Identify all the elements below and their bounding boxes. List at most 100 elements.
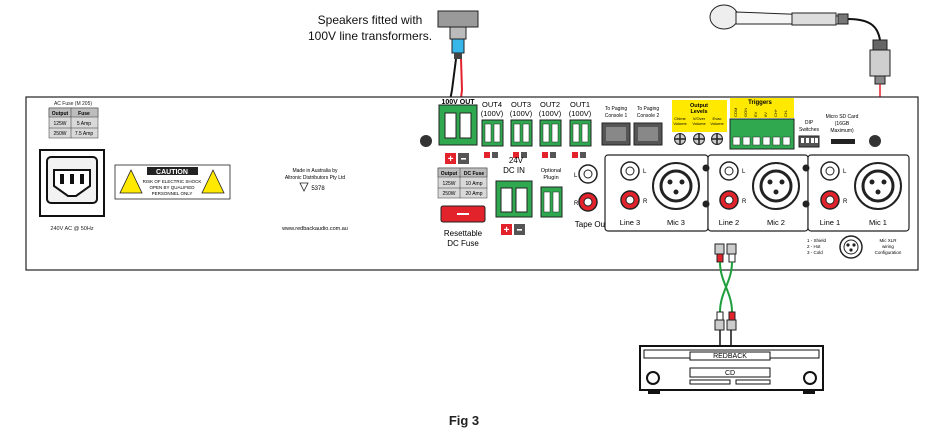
svg-text:CH-: CH-	[783, 109, 788, 117]
svg-text:R: R	[643, 199, 648, 205]
screw-icon	[420, 135, 432, 147]
dc-row2-output: 250W	[442, 191, 455, 197]
figure-caption: Fig 3	[449, 413, 479, 428]
dip-label1: DIP	[805, 120, 814, 126]
resettable-fuse-line1: Resettable	[444, 229, 483, 238]
evac-knob-label1: Evac	[713, 116, 722, 121]
iec-power-socket	[39, 149, 105, 217]
out-100v-label: 100V OUT	[441, 99, 475, 106]
microphone-icon	[709, 4, 849, 30]
level-trimpots	[674, 133, 723, 145]
xlr-wiring-icon	[839, 235, 863, 259]
triggers-title: Triggers	[748, 100, 772, 106]
dip-label2: Switches	[799, 127, 820, 133]
dip-switches	[798, 135, 820, 148]
optional-plugin-line2: Plugin	[543, 175, 558, 181]
fuse-row2-output: 250W	[53, 131, 66, 137]
xlr-config2: wiring	[882, 244, 894, 249]
caution-line1: RISK OF ELECTRIC SHOCK	[143, 179, 202, 184]
ac-input-label: 240V AC @ 50Hz	[50, 226, 93, 232]
compliance-mark-icon	[299, 182, 309, 192]
resettable-fuse-line2: DC Fuse	[447, 239, 479, 248]
panel-screws	[702, 164, 810, 208]
made-in-line2: Altronic Distributors Pty Ltd	[285, 175, 346, 181]
rca-cable-green	[719, 261, 733, 313]
dc-header-output: Output	[441, 171, 458, 177]
chime-knob-label1: Chime	[674, 116, 686, 121]
output-levels-title2: Levels	[690, 109, 707, 115]
tape-out-r: R	[574, 201, 579, 207]
fuse-table	[48, 107, 99, 139]
dc-in-terminal: +	[495, 180, 533, 236]
dc-fuse-table	[437, 167, 488, 199]
svg-text:+: +	[504, 225, 510, 236]
caution-title: CAUTION	[156, 169, 188, 176]
sd-card-slot	[831, 139, 855, 144]
input-lr-labels: LR LR LR	[643, 169, 848, 205]
paging2-line1: To Paging	[637, 106, 659, 112]
compliance-number: 5378	[311, 186, 325, 192]
output-terminals	[481, 119, 592, 158]
tape-out-l: L	[574, 173, 578, 179]
svg-text:R: R	[742, 199, 747, 205]
warning-icon	[201, 169, 225, 194]
made-in-line1: Made in Australia by	[292, 168, 338, 174]
out2-label: OUT2	[540, 100, 560, 109]
output-levels-bg	[672, 100, 727, 132]
svg-text:EV: EV	[753, 111, 758, 117]
output-labels: OUT4 (100V) OUT3 (100V) OUT2 (100V) OUT1…	[481, 100, 592, 118]
svg-text:6V: 6V	[763, 112, 768, 117]
triggers-bg	[730, 98, 794, 118]
output-levels-title1: Output	[690, 103, 708, 109]
svg-text:+: +	[448, 154, 454, 165]
line3-label: Line 3	[620, 218, 640, 227]
speaker-icon	[437, 10, 479, 59]
dc-in-volt: 24V	[509, 156, 524, 165]
fuse-table-title: AC Fuse (M 205)	[54, 101, 92, 107]
xlr-config3: Configuration	[875, 250, 902, 255]
mic-xlr-sockets	[652, 162, 902, 210]
evac-knob-label2: Volume	[710, 121, 724, 126]
out3-sub: (100V)	[510, 109, 533, 118]
svg-text:CH+: CH+	[773, 108, 778, 117]
rca-plug-bottom	[714, 311, 737, 346]
mic1-label: Mic 1	[869, 218, 887, 227]
caution-line3: PERSONNEL ONLY	[152, 191, 193, 196]
fuse-row1-output: 125W	[53, 121, 66, 127]
website: www.redbackaudio.com.au	[281, 226, 348, 232]
line-rca-jacks	[620, 161, 840, 210]
triggers-terminal	[729, 118, 795, 150]
paging1-line1: To Paging	[605, 106, 627, 112]
cd-brand: REDBACK	[713, 353, 747, 360]
tape-out-label: Tape Out	[575, 220, 608, 229]
out1-sub: (100V)	[569, 109, 592, 118]
line1-label: Line 1	[820, 218, 840, 227]
xlr-pin2: 2 - Hot	[807, 244, 821, 249]
paging2-line2: Console 2	[637, 113, 660, 119]
fuse-header-fuse: Fuse	[78, 111, 90, 117]
sd-label1: Micro SD Card	[826, 114, 859, 120]
xlr-config1: Mic XLR	[879, 238, 897, 243]
cd-slot-label: CD	[725, 370, 735, 377]
tape-out-rca	[578, 164, 598, 212]
sd-label2: (16GB	[835, 121, 850, 127]
dc-row2-fuse: 20 Amp	[466, 191, 483, 197]
paging1-line2: Console 1	[605, 113, 628, 119]
svg-text:R: R	[843, 199, 848, 205]
svg-text:COM: COM	[733, 108, 738, 117]
polarity-markers: +	[445, 153, 469, 165]
fuse-row1-fuse: 5 Amp	[77, 121, 91, 127]
xlr-pin1: 1 - Shield	[807, 238, 827, 243]
dc-header-fuse: DC Fuse	[464, 171, 485, 177]
trigger-pin-labels: COM GON EV 6V CH+ CH-	[733, 108, 788, 117]
out4-sub: (100V)	[481, 109, 504, 118]
xlr-plug-icon	[869, 39, 891, 85]
svg-text:L: L	[742, 169, 746, 175]
warning-icon	[119, 169, 143, 194]
dc-row1-output: 125W	[442, 181, 455, 187]
optional-plugin-line1: Optional	[541, 168, 562, 174]
fuse-row2-fuse: 7.5 Amp	[75, 131, 94, 137]
svg-text:L: L	[843, 169, 847, 175]
xlr-pin3: 3 - Cold	[807, 250, 823, 255]
